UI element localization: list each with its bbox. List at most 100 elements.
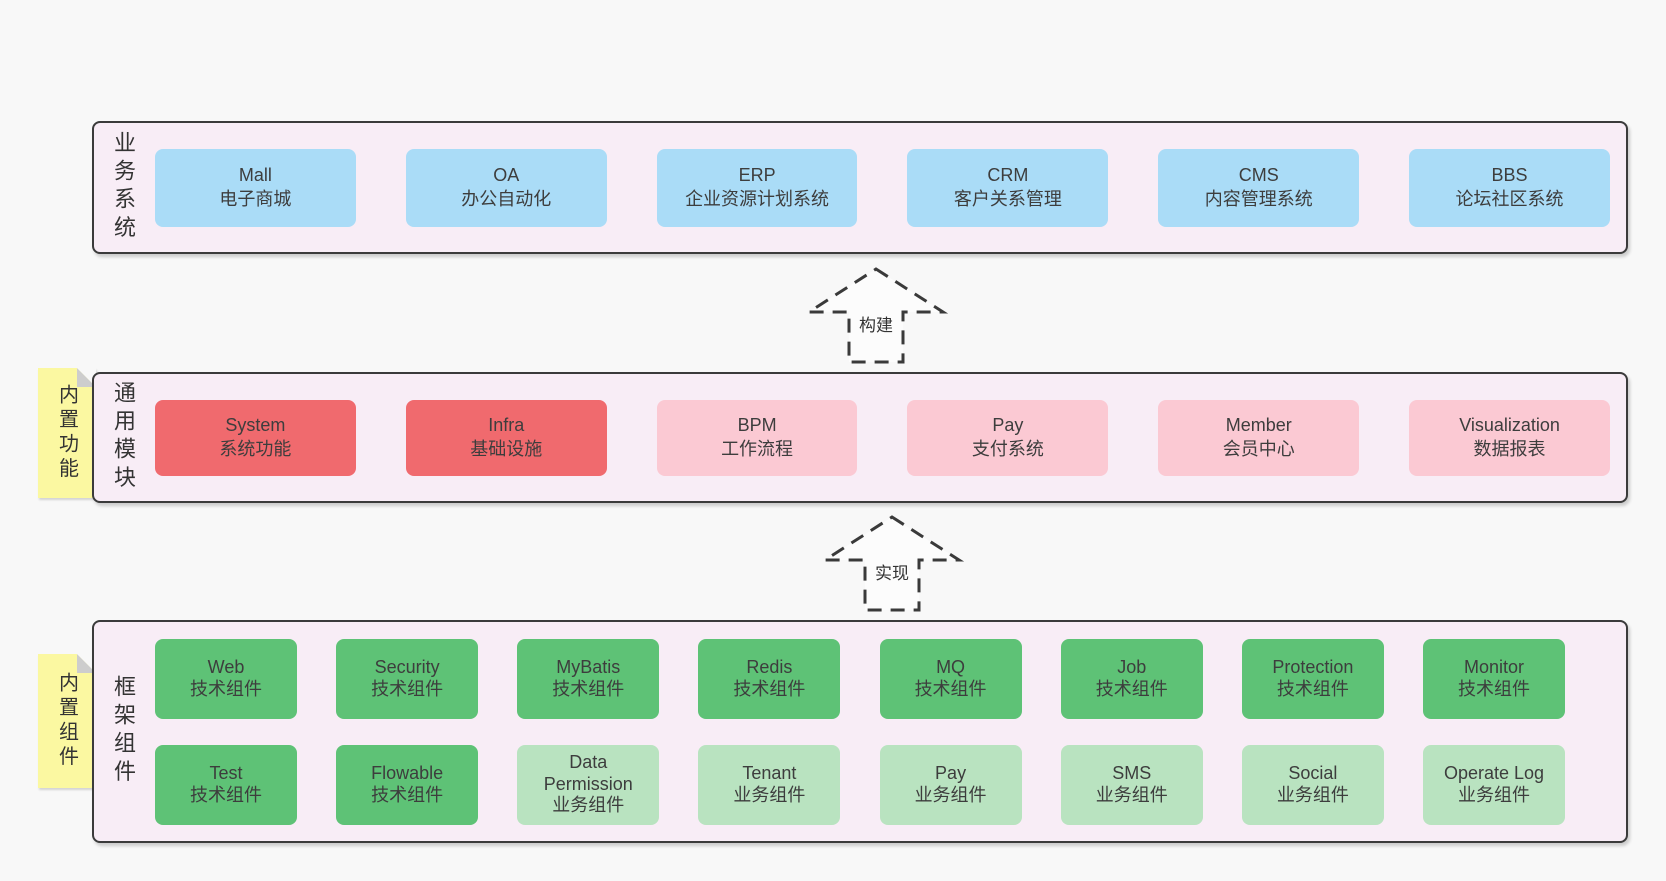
arrow-implement: 实现 — [819, 514, 965, 612]
box-subtitle: 技术组件 — [1457, 678, 1530, 699]
box-subtitle: 论坛社区系统 — [1455, 188, 1564, 209]
box-title: BBS — [1491, 165, 1528, 186]
box-subtitle: 办公自动化 — [461, 188, 552, 209]
box-subtitle: 工作流程 — [721, 438, 794, 459]
layer-label: 通用模块 — [111, 381, 136, 494]
tab-label: 内置功能 — [55, 384, 78, 482]
box-title: Security — [374, 656, 440, 677]
sticky-tab-builtin-components: 内置组件 — [38, 654, 96, 788]
box-subtitle: 系统功能 — [219, 438, 292, 459]
box-subtitle: 技术组件 — [914, 678, 987, 699]
arrow-build: 构建 — [803, 266, 949, 364]
box-title: BPM — [737, 415, 777, 436]
layer-label: 业务系统 — [111, 131, 136, 244]
box-title: Pay — [935, 762, 967, 783]
box-title: SMS — [1112, 762, 1152, 783]
box-subtitle: 数据报表 — [1473, 438, 1546, 459]
box-title: Redis — [746, 656, 793, 677]
box-subtitle: 会员中心 — [1222, 438, 1295, 459]
box-title: MyBatis — [556, 656, 621, 677]
box-subtitle: 企业资源计划系统 — [685, 188, 830, 209]
box-title: Test — [209, 762, 243, 783]
box-title: System — [225, 415, 286, 436]
box-title: Protection — [1272, 656, 1354, 677]
box-title: OA — [493, 165, 520, 186]
box-title: CRM — [987, 165, 1029, 186]
box-title: Flowable — [371, 762, 444, 783]
arrow-label: 构建 — [855, 310, 897, 337]
layer-label: 框架组件 — [111, 675, 136, 788]
sticky-tab-builtin-features: 内置功能 — [38, 368, 96, 498]
box-title: Infra — [488, 415, 525, 436]
box-title: Monitor — [1463, 656, 1524, 677]
box-subtitle: 电子商城 — [219, 188, 292, 209]
box-title: Pay — [992, 415, 1024, 436]
box-subtitle: 支付系统 — [971, 438, 1044, 459]
box-title: Tenant — [742, 762, 797, 783]
box-title: CMS — [1238, 165, 1279, 186]
box-subtitle: 技术组件 — [733, 678, 806, 699]
box-subtitle: 业务组件 — [733, 784, 806, 805]
box-title: Mall — [238, 165, 272, 186]
box-subtitle: 基础设施 — [470, 438, 543, 459]
box-subtitle: 业务组件 — [1276, 784, 1349, 805]
box-title: ERP — [738, 165, 776, 186]
box-subtitle: 业务组件 — [1095, 784, 1168, 805]
box-title: Member — [1225, 415, 1292, 436]
box-subtitle: 客户关系管理 — [953, 188, 1062, 209]
box-subtitle: 业务组件 — [552, 795, 625, 816]
box-title: Job — [1117, 656, 1147, 677]
box-subtitle: 技术组件 — [371, 678, 444, 699]
box-subtitle: 内容管理系统 — [1204, 188, 1313, 209]
box-subtitle: 技术组件 — [190, 678, 262, 699]
box-subtitle: 业务组件 — [1457, 784, 1530, 805]
box-subtitle: 技术组件 — [1095, 678, 1168, 699]
tab-label: 内置组件 — [55, 672, 78, 770]
box-subtitle: 技术组件 — [1276, 678, 1349, 699]
box-title: Social — [1288, 762, 1338, 783]
box-title: Data Permission — [543, 751, 633, 794]
arrow-label: 实现 — [871, 558, 913, 585]
box-title: Visualization — [1459, 415, 1560, 436]
box-subtitle: 技术组件 — [552, 678, 625, 699]
box-subtitle: 技术组件 — [371, 784, 444, 805]
